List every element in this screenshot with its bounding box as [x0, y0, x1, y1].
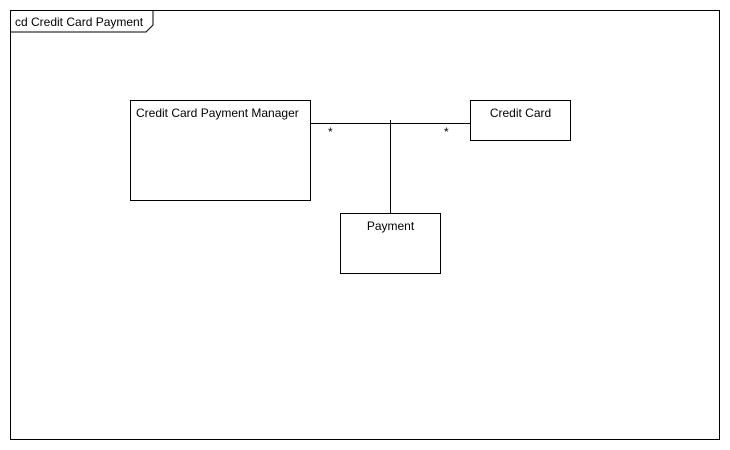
class-name: Payment	[366, 219, 415, 233]
multiplicity-manager-end: *	[328, 125, 333, 139]
frame-title-tab: cd Credit Card Payment	[10, 10, 156, 33]
class-name: Credit Card	[489, 106, 552, 120]
frame-title: cd Credit Card Payment	[15, 15, 144, 29]
class-credit-card-payment-manager[interactable]: Credit Card Payment Manager	[130, 100, 311, 201]
multiplicity-credit-card-end: *	[444, 125, 449, 139]
class-name: Credit Card Payment Manager	[136, 106, 299, 120]
class-credit-card[interactable]: Credit Card	[470, 100, 571, 141]
diagram-frame	[10, 10, 720, 440]
class-payment[interactable]: Payment	[340, 213, 441, 274]
